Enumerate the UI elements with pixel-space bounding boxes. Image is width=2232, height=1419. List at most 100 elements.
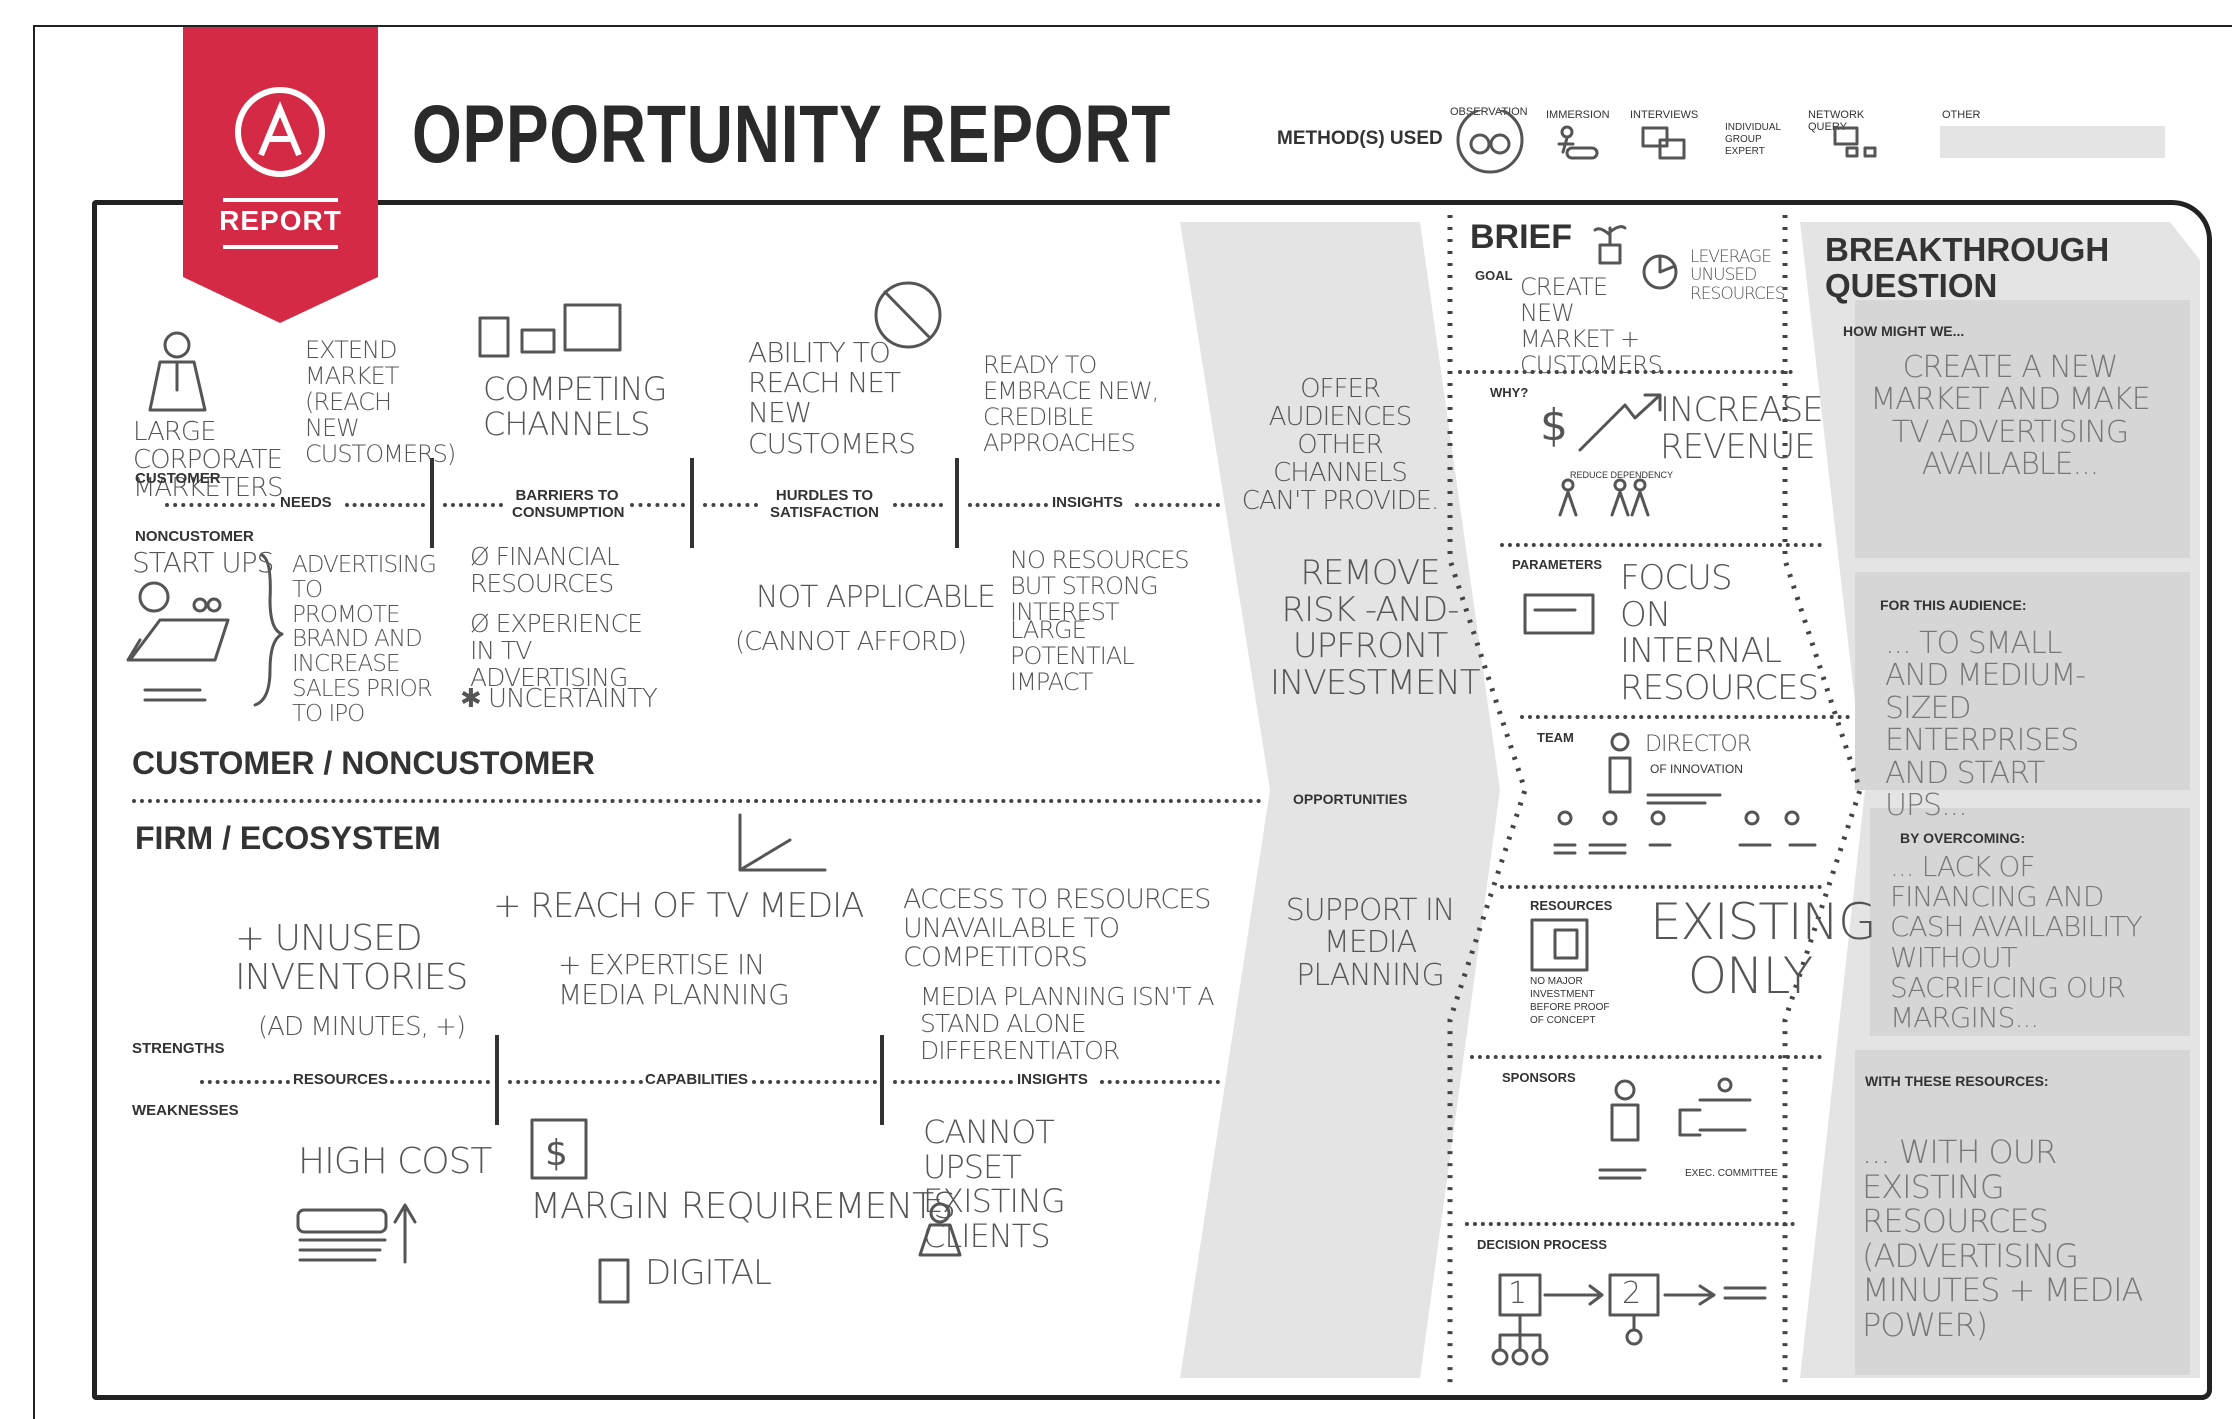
resources-bottom: HIGH COST — [298, 1141, 492, 1182]
opportunity-1: OFFER AUDIENCES OTHER CHANNELS CAN'T PRO… — [1241, 374, 1440, 517]
hurdles-bottom-1: NOT APPLICABLE — [756, 580, 996, 615]
report-badge — [183, 27, 378, 323]
section-divider — [132, 799, 1262, 803]
opportunity-3: SUPPORT IN MEDIA PLANNING — [1285, 893, 1456, 993]
axis-icon — [738, 813, 827, 872]
binoculars-icon — [1456, 110, 1524, 174]
capabilities-dotted — [508, 1080, 643, 1084]
decision-step-1: 1 — [1508, 1276, 1527, 1311]
needs-bottom: ADVERTISING TO PROMOTE BRAND AND INCREAS… — [292, 552, 437, 727]
capabilities-top-1: + REACH OF TV MEDIA — [493, 886, 864, 926]
firm-insights-dotted-2 — [1100, 1080, 1220, 1084]
bq-audience-text: ... TO SMALL AND MEDIUM-SIZED ENTERPRISE… — [1885, 626, 2086, 823]
insights-dotted-2 — [1135, 503, 1220, 507]
brace-icon — [253, 553, 284, 707]
divider-4 — [495, 1035, 499, 1125]
customer-label: CUSTOMER — [135, 470, 221, 487]
dollar-doc-icon: $ — [530, 1118, 588, 1180]
capabilities-label: CAPABILITIES — [645, 1071, 749, 1088]
resources-label: RESOURCES — [293, 1071, 389, 1088]
capabilities-bottom-1: MARGIN REQUIREMENTS — [530, 1186, 956, 1227]
brief-divider-2 — [1500, 543, 1822, 547]
barrier-uncertainty: ✱ UNCERTAINTY — [460, 684, 658, 714]
hurdles-label: HURDLES TO SATISFACTION — [770, 487, 879, 521]
card-icon — [1523, 593, 1595, 635]
brief-right-dotted — [1782, 215, 1863, 1385]
interview-individual: INDIVIDUAL — [1725, 122, 1782, 133]
bq-overcoming-text: ... LACK OF FINANCING AND CASH AVAILABIL… — [1890, 850, 2143, 1035]
immersion-icon — [1557, 125, 1599, 160]
bq-card-1 — [1855, 300, 2190, 558]
needs-dotted-2 — [345, 503, 425, 507]
resources-top: + UNUSED INVENTORIES — [235, 918, 468, 998]
barrier-financial: Ø FINANCIAL RESOURCES — [470, 542, 620, 598]
bq-card-2 — [1855, 572, 2190, 790]
weaknesses-label: WEAKNESSES — [132, 1102, 239, 1119]
insights-top: READY TO EMBRACE NEW, CREDIBLE APPROACHE… — [983, 351, 1159, 457]
brief-title: BRIEF — [1470, 218, 1572, 256]
other-input — [1940, 126, 2165, 158]
svg-text:$: $ — [1540, 400, 1568, 451]
badge-label: REPORT — [219, 205, 342, 236]
brief-divider-3 — [1520, 715, 1850, 719]
parameters-text: FOCUS ON INTERNAL RESOURCES — [1620, 558, 1819, 709]
why-text: INCREASE REVENUE — [1660, 390, 1824, 467]
decision-flow-icon — [1491, 1273, 1767, 1366]
person-icon — [148, 331, 207, 412]
divider-3 — [955, 458, 959, 548]
network-query-icon — [1833, 126, 1877, 158]
sponsors-label: SPONSORS — [1502, 1070, 1576, 1085]
capabilities-dotted-2 — [752, 1080, 877, 1084]
plant-icon — [1593, 225, 1627, 265]
insights-dotted — [968, 503, 1048, 507]
parameters-label: PARAMETERS — [1512, 557, 1603, 572]
bq-card-3 — [1870, 808, 2190, 1036]
bq-audience-label: FOR THIS AUDIENCE: — [1880, 597, 2027, 613]
resources-top-note: (AD MINUTES, +) — [258, 1012, 466, 1042]
bq-title: BREAKTHROUGH QUESTION — [1825, 231, 2110, 304]
why-note: REDUCE DEPENDENCY — [1570, 470, 1674, 480]
bq-overcoming-label: BY OVERCOMING: — [1900, 830, 2025, 846]
team-label: TEAM — [1537, 730, 1574, 745]
interview-expert: EXPERT — [1725, 146, 1765, 157]
barrier-experience: Ø EXPERIENCE IN TV ADVERTISING — [470, 609, 643, 692]
customer-name: LARGE CORPORATE MARKETERS — [133, 417, 284, 504]
bq-resources-text: ... WITH OUR EXISTING RESOURCES (ADVERTI… — [1862, 1133, 2143, 1344]
org-chart-icon — [1678, 1077, 1752, 1137]
bq-resources-label: WITH THESE RESOURCES: — [1865, 1073, 2049, 1089]
digital-checkbox-icon — [598, 1258, 630, 1304]
divider-1 — [430, 458, 434, 548]
board — [92, 200, 2212, 1400]
svg-text:$: $ — [545, 1133, 568, 1174]
team-sub: OF INNOVATION — [1650, 762, 1743, 776]
firm-insights-label: INSIGHTS — [1017, 1071, 1088, 1088]
decision-label: DECISION PROCESS — [1477, 1237, 1608, 1252]
brief-divider-1 — [1458, 370, 1793, 374]
hurdles-bottom-2: (CANNOT AFFORD) — [735, 627, 967, 657]
why-label: WHY? — [1490, 385, 1529, 400]
people-group-icon — [1558, 478, 1650, 517]
needs-top: EXTEND MARKET (REACH NEW CUSTOMERS) — [305, 336, 456, 468]
needs-dotted — [165, 503, 275, 507]
hurdles-dotted — [703, 503, 758, 507]
firm-insights-bottom: CANNOT UPSET EXISTING CLIENTS — [923, 1113, 1066, 1255]
goal-label: GOAL — [1475, 268, 1513, 283]
barriers-dotted-2 — [630, 503, 685, 507]
goal-2: LEVERAGE UNUSED RESOURCES — [1690, 247, 1786, 304]
resources-dotted-2 — [390, 1080, 490, 1084]
customer-section-title: CUSTOMER / NONCUSTOMER — [132, 745, 595, 781]
sponsor-person-icon — [1598, 1079, 1647, 1180]
team-text: DIRECTOR — [1645, 732, 1752, 757]
firm-insights-top-1: ACCESS TO RESOURCES UNAVAILABLE TO COMPE… — [903, 884, 1211, 974]
strengths-label: STRENGTHS — [132, 1040, 225, 1057]
resources-brief-note: NO MAJOR INVESTMENT BEFORE PROOF OF CONC… — [1530, 976, 1610, 1026]
hurdles-top: ABILITY TO REACH NET NEW CUSTOMERS — [748, 336, 916, 460]
methods-label: METHOD(S) USED — [1277, 128, 1443, 149]
team-members-icon — [1553, 810, 1817, 855]
noncustomer-name: START UPS — [132, 546, 274, 579]
opportunities-chevron — [1180, 222, 1500, 1378]
brief-divider-4 — [1500, 885, 1822, 889]
needs-label: NEEDS — [280, 494, 332, 511]
barriers-top: COMPETING CHANNELS — [483, 370, 667, 443]
